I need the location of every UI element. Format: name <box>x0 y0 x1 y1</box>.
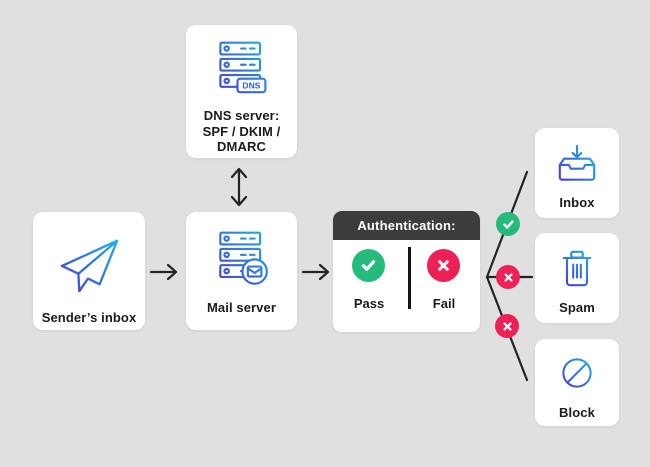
authentication-header: Authentication: <box>333 211 480 240</box>
inbox-node: Inbox <box>535 128 619 218</box>
paper-plane-icon <box>56 236 122 299</box>
pass-label: Pass <box>353 296 385 311</box>
dns-server-node: DNS DNS server: SPF / DKIM / DMARC <box>186 25 297 158</box>
block-circle-icon <box>557 353 597 398</box>
fail-label: Fail <box>432 296 456 311</box>
inbox-tray-icon <box>556 143 598 188</box>
check-circle-icon <box>352 249 385 282</box>
inbox-label: Inbox <box>559 195 595 210</box>
mail-server-node: Mail server <box>186 212 297 330</box>
pass-fail-divider <box>408 247 411 309</box>
spam-label: Spam <box>559 300 595 315</box>
x-badge-icon <box>496 265 520 289</box>
block-label: Block <box>559 405 595 420</box>
spam-node: Spam <box>535 233 619 323</box>
sender-inbox-label: Sender’s inbox <box>41 310 137 325</box>
x-circle-icon <box>427 249 460 282</box>
dns-badge-label: DNS <box>242 81 260 91</box>
dns-server-icon: DNS <box>213 40 271 99</box>
trash-icon <box>556 248 598 293</box>
block-node: Block <box>535 339 619 426</box>
authentication-body: Pass Fail <box>333 240 480 332</box>
mail-server-icon <box>213 230 271 291</box>
x-badge-icon <box>495 314 519 338</box>
dns-server-label: DNS server: SPF / DKIM / DMARC <box>202 108 281 154</box>
arrow-mail-to-auth <box>301 263 330 281</box>
sender-inbox-node: Sender’s inbox <box>33 212 145 330</box>
arrow-dns-mail-double <box>230 167 248 207</box>
mail-server-label: Mail server <box>206 300 277 315</box>
check-badge-icon <box>496 212 520 236</box>
arrow-sender-to-mail <box>149 263 178 281</box>
authentication-node: Authentication: Pass Fail <box>333 211 480 332</box>
